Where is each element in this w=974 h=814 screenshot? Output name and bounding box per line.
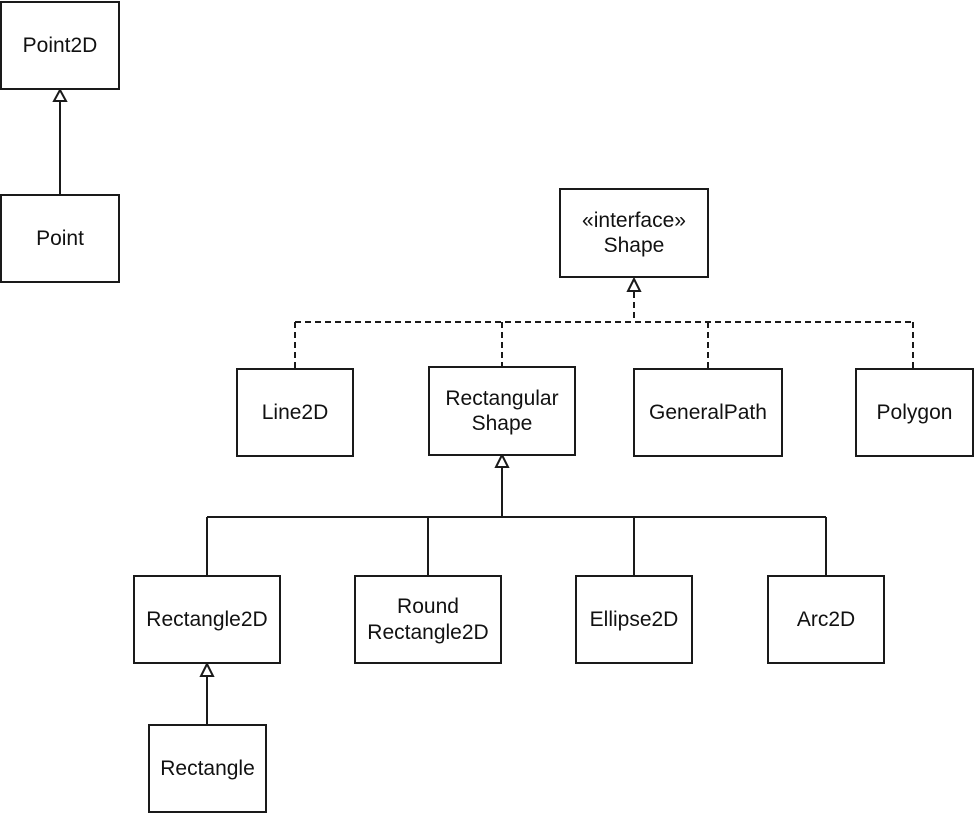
ellipse2d-class-box: Ellipse2D <box>575 575 693 664</box>
point-class-box: Point <box>0 194 120 283</box>
shape-interface-name: Shape <box>603 234 665 257</box>
point2d-inheritance-arrow <box>52 87 68 102</box>
rectangle2d-class-name: Rectangle2D <box>146 607 268 631</box>
shape-interface-box: «interface» Shape <box>559 188 709 278</box>
round-rectangle2d-class-box: Round Rectangle2D <box>354 575 502 664</box>
general-path-class-box: GeneralPath <box>633 368 783 457</box>
point-class-name: Point <box>36 226 84 250</box>
rectangular-shape-class-box: Rectangular Shape <box>428 366 576 456</box>
shape-stereotype: «interface» <box>582 208 686 232</box>
ellipse2d-class-name: Ellipse2D <box>589 607 679 631</box>
line2d-class-name: Line2D <box>261 400 329 424</box>
point2d-class-box: Point2D <box>0 1 120 90</box>
rectangular-shape-name-line2: Shape <box>471 412 533 435</box>
rectangle-class-name: Rectangle <box>160 756 255 780</box>
round-rectangle2d-name-line2: Rectangle2D <box>367 620 489 644</box>
polygon-class-name: Polygon <box>876 400 953 424</box>
polygon-class-box: Polygon <box>855 368 974 457</box>
arc2d-class-box: Arc2D <box>767 575 885 664</box>
rectangular-shape-inheritance-arrow <box>494 452 510 468</box>
point2d-class-name: Point2D <box>22 33 98 57</box>
rectangular-shape-name-line1: Rectangular <box>445 386 559 410</box>
rectangle2d-class-box: Rectangle2D <box>133 575 281 664</box>
shape-realization-lines <box>294 292 914 368</box>
shape-realization-arrow <box>626 276 642 292</box>
rectangle2d-inheritance-arrow <box>199 661 215 677</box>
rectangle-class-box: Rectangle <box>148 724 267 813</box>
round-rectangle2d-name-line1: Round <box>397 595 459 619</box>
arc2d-class-name: Arc2D <box>796 607 856 631</box>
line2d-class-box: Line2D <box>236 368 354 457</box>
general-path-class-name: GeneralPath <box>649 400 767 424</box>
